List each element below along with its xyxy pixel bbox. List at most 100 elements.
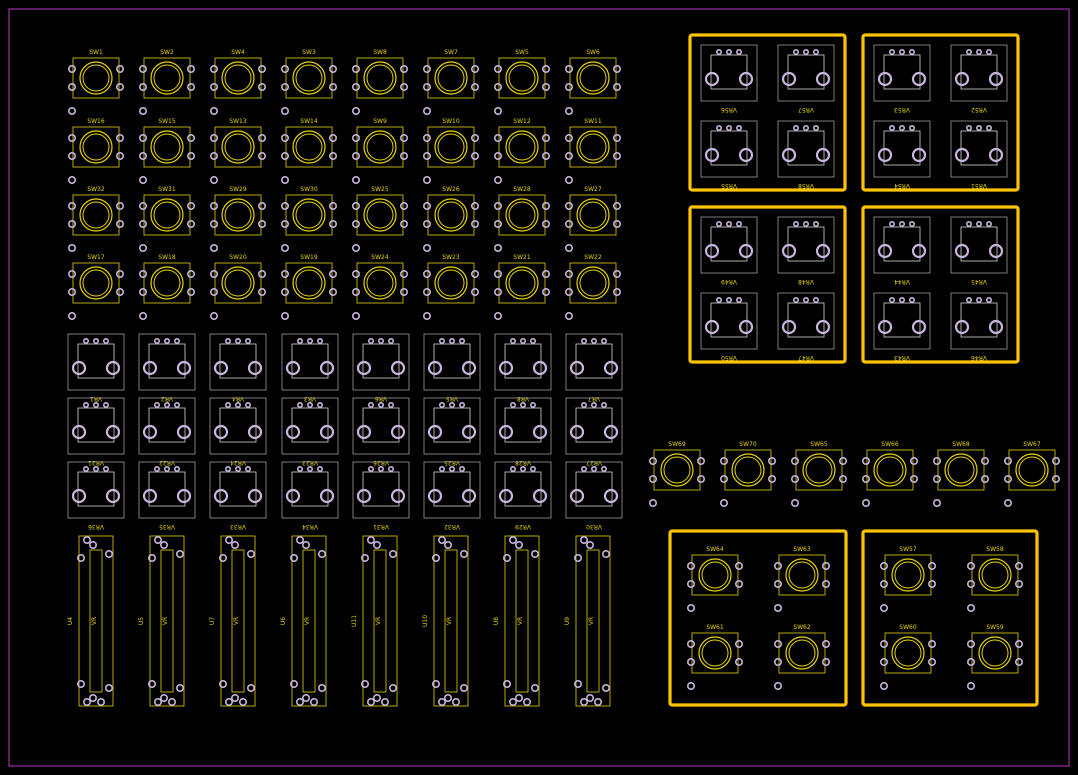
- pad: [139, 244, 148, 253]
- switch-ring-inner: [579, 201, 607, 229]
- pad: [116, 65, 125, 74]
- switch-ring-outer: [698, 558, 732, 592]
- pad: [590, 465, 597, 472]
- ref-label: VR33: [230, 523, 246, 530]
- pad: [247, 549, 256, 558]
- pad: [319, 424, 335, 440]
- switch-outline: [285, 126, 333, 168]
- pot-courtyard: [700, 120, 758, 178]
- switch-outline: [569, 194, 617, 236]
- switch-ring-inner: [734, 456, 762, 484]
- pad: [68, 311, 77, 320]
- ref-label: VR45: [971, 278, 987, 285]
- pad: [399, 287, 408, 296]
- pad: [247, 488, 263, 504]
- pad: [648, 498, 657, 507]
- pot-courtyard: [950, 44, 1008, 102]
- pad: [911, 319, 927, 335]
- ref-label: SW1: [89, 49, 103, 56]
- pad: [686, 561, 695, 570]
- pad: [306, 337, 313, 344]
- ref-label: VR56: [721, 106, 737, 113]
- pad: [877, 71, 893, 87]
- pot-footprint: VR35: [138, 461, 196, 530]
- pad: [139, 202, 148, 211]
- pad: [448, 337, 455, 344]
- pad: [704, 71, 720, 87]
- switch-footprint: SW5: [493, 49, 550, 116]
- pad: [1003, 498, 1012, 507]
- pad: [280, 134, 289, 143]
- switch-ring-outer: [150, 61, 184, 95]
- switch-ring-inner: [437, 269, 465, 297]
- pad: [781, 147, 797, 163]
- pad: [422, 311, 431, 320]
- pad: [68, 220, 77, 229]
- pot-footprint: VR52: [950, 44, 1008, 113]
- pot-footprint: VR4: [209, 333, 267, 402]
- ref-label: SW66: [881, 441, 899, 448]
- pad: [68, 107, 77, 116]
- pad: [422, 176, 431, 185]
- pad: [790, 474, 799, 483]
- pad: [470, 83, 479, 92]
- switch-ring-inner: [805, 456, 833, 484]
- pot-courtyard: [565, 397, 623, 455]
- pad: [975, 48, 982, 55]
- pad: [612, 220, 621, 229]
- switch-footprint: SW4: [210, 49, 266, 116]
- ref-label: VR25: [444, 459, 460, 466]
- pad: [356, 360, 372, 376]
- fader-part-label: VR: [588, 617, 595, 625]
- pad: [541, 83, 550, 92]
- pad: [532, 360, 548, 376]
- switch-footprint: SW23: [422, 254, 479, 320]
- switch-footprint: SW17: [68, 254, 125, 320]
- pad: [696, 474, 705, 483]
- pot-footprint: VR47: [777, 292, 835, 361]
- ref-label: SW57: [899, 546, 917, 553]
- pad: [459, 549, 468, 558]
- pad: [790, 456, 799, 465]
- ref-label: SW12: [513, 118, 531, 125]
- pad: [388, 549, 397, 558]
- ref-label: SW5: [515, 49, 529, 56]
- switch-ring-outer: [79, 198, 113, 232]
- pad: [390, 360, 406, 376]
- pot-courtyard: [209, 397, 267, 455]
- pot-footprint: VR46: [950, 292, 1008, 361]
- pad: [564, 65, 573, 74]
- pad: [861, 474, 870, 483]
- ref-label: VR1: [90, 395, 102, 402]
- pad: [187, 152, 196, 161]
- pad: [579, 535, 588, 544]
- switch-ring-outer: [79, 61, 113, 95]
- pot-courtyard: [494, 461, 552, 519]
- ref-label: SW63: [793, 546, 811, 553]
- fader-slot: [586, 549, 600, 693]
- pad: [301, 693, 310, 702]
- pad: [295, 697, 304, 706]
- ref-label: VR21: [88, 459, 104, 466]
- pad: [219, 553, 228, 562]
- pad: [174, 465, 181, 472]
- pad: [351, 152, 360, 161]
- pad: [176, 424, 192, 440]
- pad: [569, 424, 585, 440]
- pad: [71, 360, 87, 376]
- pad: [372, 693, 381, 702]
- pad: [509, 337, 516, 344]
- pot-footprint: VR49: [700, 216, 758, 285]
- pot-footprint: VR5: [423, 333, 481, 402]
- switch-footprint: SW65: [790, 441, 847, 507]
- pad: [461, 424, 477, 440]
- pad: [431, 679, 440, 688]
- pot-courtyard: [423, 397, 481, 455]
- pad: [93, 337, 100, 344]
- pot-footprint: VR27: [565, 397, 623, 466]
- pad: [585, 540, 594, 549]
- ref-label: VR30: [586, 523, 602, 530]
- pad: [257, 220, 266, 229]
- pad: [985, 125, 992, 132]
